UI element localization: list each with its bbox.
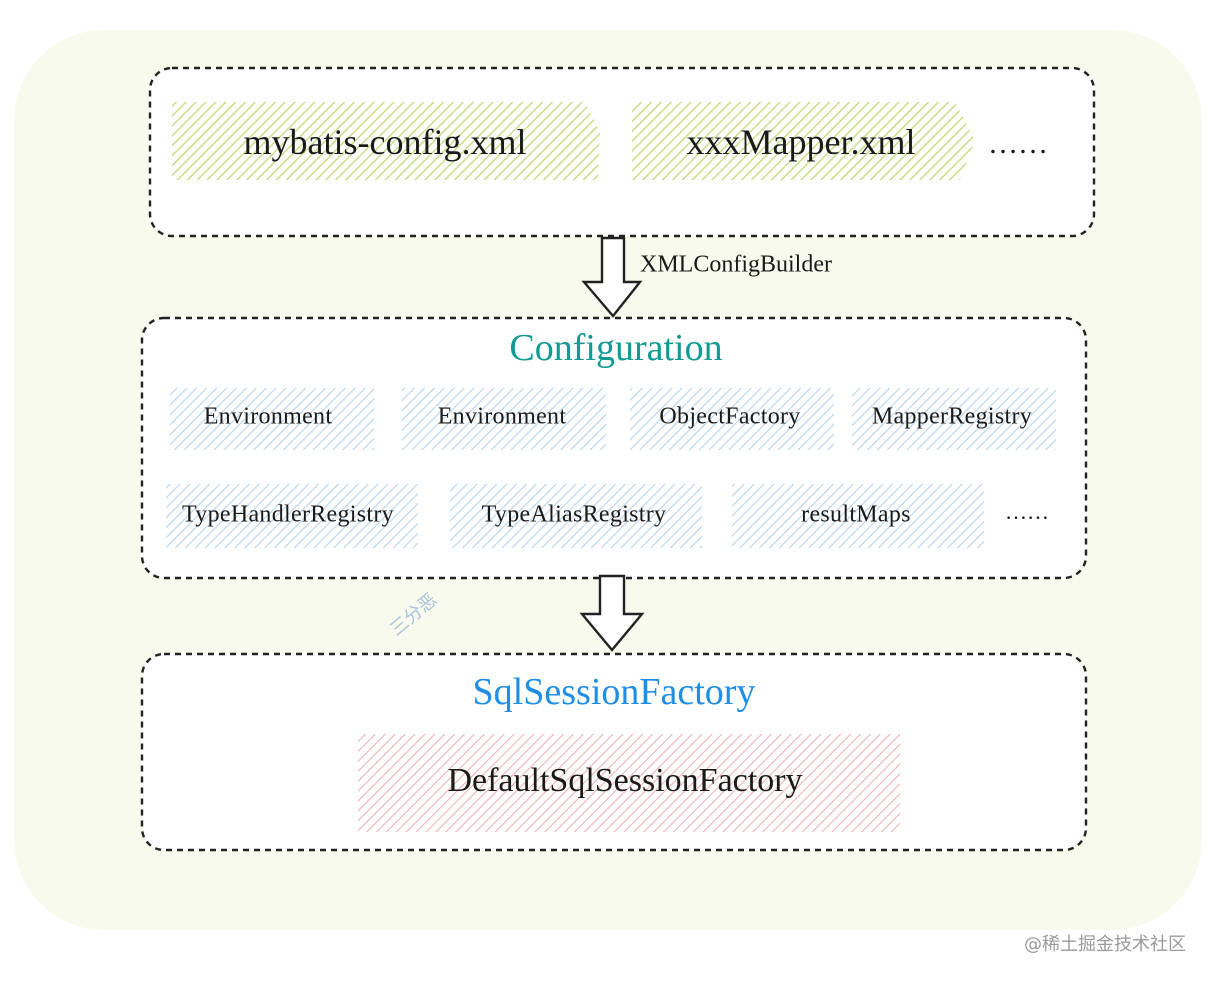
comp-label-result-maps: resultMaps (801, 501, 911, 528)
site-watermark: @稀土掘金技术社区 (1024, 934, 1186, 955)
file-label-mybatis-config: mybatis-config.xml (243, 122, 527, 162)
configuration-more-ellipsis: …… (1005, 499, 1049, 524)
comp-box-environment-2 (402, 388, 606, 450)
comp-label-type-handler-registry: TypeHandlerRegistry (182, 501, 394, 528)
comp-label-environment-1: Environment (203, 403, 333, 430)
comp-box-type-handler-registry (166, 484, 418, 548)
file-label-mapper: xxxMapper.xml (686, 122, 916, 162)
comp-label-type-alias-registry: TypeAliasRegistry (481, 501, 667, 528)
comp-box-environment-1 (170, 388, 374, 450)
comp-label-environment-2: Environment (437, 403, 567, 430)
arrow-build (579, 574, 645, 652)
parse-step-label: XMLConfigBuilder (640, 251, 832, 278)
comp-box-mapper-registry (852, 388, 1056, 450)
comp-box-result-maps (732, 484, 984, 548)
sources-more-ellipsis: …… (988, 127, 1048, 160)
comp-box-type-alias-registry (450, 484, 702, 548)
file-box-mapper (632, 102, 975, 180)
impl-box-default-factory (358, 734, 900, 832)
comp-box-object-factory (630, 388, 834, 450)
configuration-title: Configuration (509, 327, 723, 369)
factory-title: SqlSessionFactory (472, 671, 756, 713)
comp-label-object-factory: ObjectFactory (659, 403, 801, 430)
arrow-parse (581, 236, 643, 318)
impl-label-default-factory: DefaultSqlSessionFactory (447, 762, 803, 799)
comp-label-mapper-registry: MapperRegistry (871, 403, 1033, 430)
file-box-mybatis-config (172, 102, 600, 180)
